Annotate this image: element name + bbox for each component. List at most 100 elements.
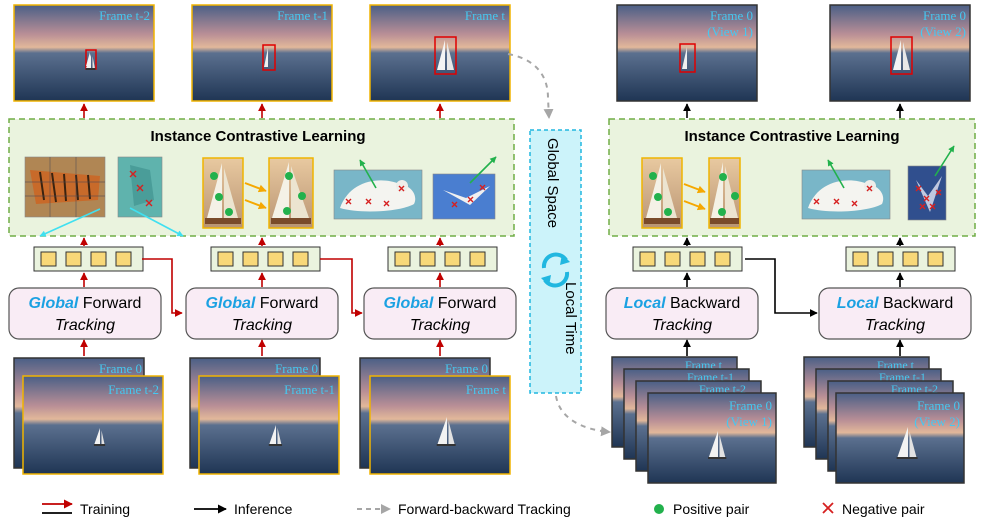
contrastive-panel-right: Instance Contrastive Learning — [608, 118, 976, 237]
svg-text:Negative pair: Negative pair — [842, 501, 925, 517]
svg-text:Positive pair: Positive pair — [673, 501, 750, 517]
frame-label: Frame 0 — [917, 398, 960, 413]
tracker-direction: Forward — [78, 295, 141, 312]
frame-label: Frame 0 — [710, 8, 753, 23]
feature-token — [217, 251, 234, 267]
token-row — [387, 246, 498, 272]
front-frame — [647, 392, 777, 484]
frame-label: Frame 0 — [923, 8, 966, 23]
feature-token — [65, 251, 82, 267]
feature-token — [902, 251, 919, 267]
feature-token — [639, 251, 656, 267]
feature-token — [394, 251, 411, 267]
tracker-label: Tracking — [232, 317, 292, 334]
global-space-label: Global Space — [544, 138, 561, 228]
contrastive-panel-left: Instance Contrastive Learning — [8, 118, 515, 237]
top-frame-t-1: Frame t-1 — [191, 4, 333, 102]
top-frame-t-2: Frame t-2 — [13, 4, 155, 102]
frame-label: Frame 0 — [445, 361, 488, 376]
cycle-icon — [541, 252, 570, 288]
tracker-keyword: Global — [384, 295, 434, 312]
legend-negative: Negative pair — [822, 501, 925, 517]
frame-label: (View 1) — [726, 414, 772, 429]
svg-text:Forward-backward Tracking: Forward-backward Tracking — [398, 501, 571, 517]
feature-token — [469, 251, 486, 267]
tracker-label: Tracking — [865, 317, 925, 334]
frame-sublabel: (View 1) — [707, 24, 753, 39]
top-frame-t: Frame t — [369, 4, 511, 102]
global-local-box: Global Space Local Time — [507, 53, 611, 437]
front-frame — [835, 392, 965, 484]
feature-token — [90, 251, 107, 267]
feature-token — [115, 251, 132, 267]
positive-dot-icon — [654, 504, 664, 514]
feature-token — [40, 251, 57, 267]
local-time-label: Local Time — [562, 282, 579, 355]
frame-label: (View 2) — [914, 414, 960, 429]
feature-token — [242, 251, 259, 267]
tracker-direction: Forward — [255, 295, 318, 312]
frame-label: Frame 0 — [99, 361, 142, 376]
token-row — [210, 246, 321, 272]
token-row — [845, 246, 956, 272]
token-row — [33, 246, 144, 272]
frame-label: Frame 0 — [729, 398, 772, 413]
svg-text:Global Forward: Global Forward — [384, 295, 497, 312]
frame-label: Frame t-2 — [99, 8, 150, 23]
feature-token — [927, 251, 944, 267]
front-frame — [22, 375, 164, 475]
feature-token — [664, 251, 681, 267]
bird-thumb — [432, 173, 496, 220]
tracker-keyword: Local — [624, 295, 666, 312]
legend-inference: Inference — [194, 501, 293, 517]
panel-title: Instance Contrastive Learning — [150, 128, 365, 145]
frame-label: Frame t — [465, 8, 505, 23]
feature-token — [419, 251, 436, 267]
tracker-keyword: Global — [206, 295, 256, 312]
arrows-to-panels — [80, 237, 904, 246]
frame-label: Frame t — [466, 382, 506, 397]
input-frame-pair: Frame 0 Frame t — [359, 357, 511, 475]
input-frame-pair: Frame 0 Frame t-1 — [189, 357, 340, 475]
tracker-label: Tracking — [652, 317, 712, 334]
tracker-direction: Forward — [433, 295, 496, 312]
feature-token — [877, 251, 894, 267]
svg-text:Training: Training — [80, 501, 130, 517]
tracker-direction: Backward — [666, 295, 741, 312]
tracker-label: Tracking — [410, 317, 470, 334]
feature-token-rows — [33, 246, 956, 272]
legend: Training Inference Forward-backward Trac… — [42, 499, 925, 517]
svg-text:Local Backward: Local Backward — [837, 295, 954, 312]
tracker-keyword: Local — [837, 295, 879, 312]
tracker-keyword: Global — [29, 295, 79, 312]
legend-fb-tracking: Forward-backward Tracking — [357, 501, 571, 517]
svg-text:Global Forward: Global Forward — [29, 295, 142, 312]
feature-token — [292, 251, 309, 267]
arrows-tracker-to-tokens — [80, 272, 904, 287]
feature-token — [689, 251, 706, 267]
arrows-to-top-frames — [80, 103, 904, 118]
frame-label: Frame 0 — [275, 361, 318, 376]
front-frame — [198, 375, 340, 475]
arrows-frames-to-tracker — [80, 339, 904, 356]
frame-label: Frame t-1 — [284, 382, 335, 397]
positive-marks — [649, 172, 739, 216]
top-frame-0-view2: Frame 0 (View 2) — [829, 4, 971, 102]
front-frame — [369, 375, 511, 475]
propagation-arrows — [142, 258, 818, 317]
bird-thumb — [907, 165, 947, 221]
negative-cross-icon — [822, 502, 834, 514]
top-frame-0-view1: Frame 0 (View 1) — [616, 4, 758, 102]
